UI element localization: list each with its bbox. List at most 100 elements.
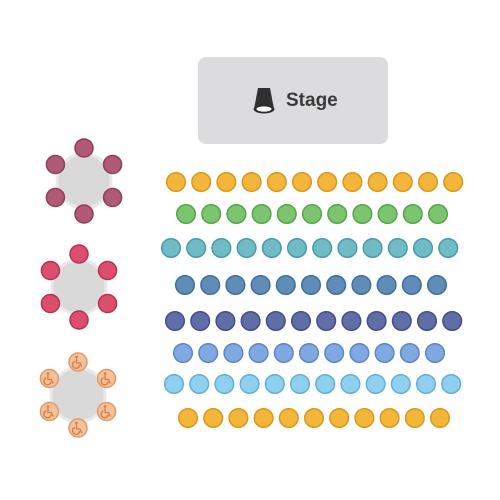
table-3[interactable] <box>39 352 117 438</box>
seat[interactable] <box>349 342 370 364</box>
seat[interactable] <box>351 274 372 296</box>
seat[interactable] <box>278 407 299 429</box>
seat[interactable] <box>392 171 413 193</box>
table-seat[interactable] <box>102 154 123 175</box>
seat[interactable] <box>203 407 224 429</box>
seat[interactable] <box>442 310 463 332</box>
seat[interactable] <box>367 171 388 193</box>
table-seat[interactable] <box>69 310 89 330</box>
seat[interactable] <box>301 203 323 225</box>
seat[interactable] <box>416 310 438 332</box>
seat[interactable] <box>365 373 386 395</box>
table-seat[interactable] <box>40 293 61 314</box>
seat[interactable] <box>417 171 439 193</box>
seat[interactable] <box>251 203 272 225</box>
seat[interactable] <box>261 237 282 259</box>
seat[interactable] <box>177 407 199 429</box>
seat[interactable] <box>248 342 269 364</box>
seat[interactable] <box>211 237 232 259</box>
seat[interactable] <box>264 373 285 395</box>
seat[interactable] <box>441 373 462 395</box>
table-seat[interactable] <box>39 368 60 389</box>
seat[interactable] <box>324 342 345 364</box>
seat[interactable] <box>329 407 350 429</box>
seat[interactable] <box>303 407 325 429</box>
seat[interactable] <box>327 203 348 225</box>
seat[interactable] <box>399 342 420 364</box>
table-seat[interactable] <box>45 187 66 208</box>
seat[interactable] <box>362 237 383 259</box>
seat[interactable] <box>291 171 313 193</box>
seat[interactable] <box>236 237 257 259</box>
seat[interactable] <box>427 203 449 225</box>
seat[interactable] <box>315 373 336 395</box>
seat[interactable] <box>391 310 412 332</box>
seat[interactable] <box>377 203 398 225</box>
seat[interactable] <box>390 373 411 395</box>
seat[interactable] <box>379 407 400 429</box>
seat[interactable] <box>415 373 437 395</box>
seat[interactable] <box>402 203 423 225</box>
table-seat[interactable] <box>74 204 94 224</box>
table-1[interactable] <box>45 138 123 224</box>
seat[interactable] <box>412 237 434 259</box>
seat[interactable] <box>241 171 262 193</box>
seat[interactable] <box>160 237 182 259</box>
seat[interactable] <box>216 171 237 193</box>
table-seat[interactable] <box>40 260 61 281</box>
seat[interactable] <box>317 171 338 193</box>
seat[interactable] <box>341 310 362 332</box>
seat[interactable] <box>337 237 358 259</box>
seat[interactable] <box>424 342 446 364</box>
seat[interactable] <box>352 203 373 225</box>
table-seat[interactable] <box>39 401 60 422</box>
stage-area[interactable] <box>198 57 388 144</box>
table-seat[interactable] <box>69 244 89 264</box>
seat[interactable] <box>226 203 247 225</box>
seat[interactable] <box>273 342 294 364</box>
table-top[interactable] <box>55 152 113 210</box>
seat[interactable] <box>316 310 337 332</box>
table-seat[interactable] <box>96 368 117 389</box>
seat[interactable] <box>198 342 219 364</box>
seat[interactable] <box>240 310 261 332</box>
seat[interactable] <box>443 171 464 193</box>
table-seat[interactable] <box>97 293 118 314</box>
seat[interactable] <box>342 171 363 193</box>
seat[interactable] <box>429 407 451 429</box>
seat[interactable] <box>290 310 312 332</box>
stage[interactable]: Stage <box>198 57 388 144</box>
seat[interactable] <box>300 274 322 296</box>
seat[interactable] <box>215 310 236 332</box>
seat[interactable] <box>163 373 185 395</box>
seat[interactable] <box>374 342 395 364</box>
seat[interactable] <box>164 310 186 332</box>
seat[interactable] <box>340 373 361 395</box>
seat[interactable] <box>165 171 187 193</box>
seat[interactable] <box>175 203 197 225</box>
seat[interactable] <box>354 407 375 429</box>
seat[interactable] <box>200 274 221 296</box>
seat[interactable] <box>189 373 210 395</box>
seat[interactable] <box>366 310 387 332</box>
seat[interactable] <box>312 237 333 259</box>
seat[interactable] <box>265 310 286 332</box>
seat[interactable] <box>286 237 308 259</box>
seat[interactable] <box>289 373 311 395</box>
seat[interactable] <box>186 237 207 259</box>
seat[interactable] <box>214 373 235 395</box>
seat[interactable] <box>172 342 194 364</box>
seat[interactable] <box>404 407 425 429</box>
seat[interactable] <box>223 342 244 364</box>
table-top[interactable] <box>50 258 108 316</box>
seat[interactable] <box>401 274 422 296</box>
seat[interactable] <box>228 407 249 429</box>
seat[interactable] <box>266 171 287 193</box>
seat[interactable] <box>298 342 320 364</box>
seat[interactable] <box>174 274 196 296</box>
table-seat[interactable] <box>68 418 88 438</box>
seat[interactable] <box>438 237 459 259</box>
table-seat[interactable] <box>96 401 117 422</box>
table-seat[interactable] <box>68 352 88 372</box>
table-seat[interactable] <box>102 187 123 208</box>
